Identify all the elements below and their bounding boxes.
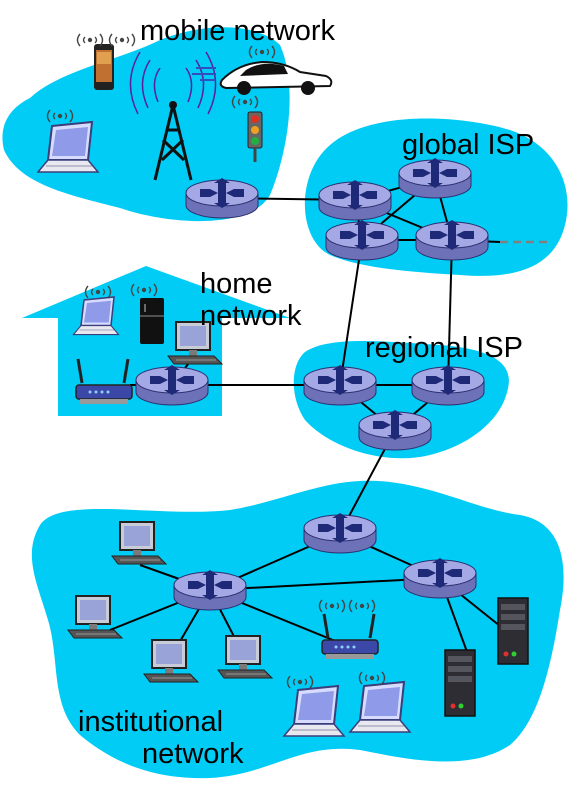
router-icon bbox=[173, 569, 247, 611]
router-icon bbox=[318, 179, 392, 221]
cell-tower-icon bbox=[129, 51, 217, 181]
regional-isp-label: regional ISP bbox=[365, 332, 523, 364]
server-icon bbox=[444, 649, 476, 717]
refrigerator-icon bbox=[130, 283, 164, 344]
router-icon bbox=[325, 219, 399, 261]
server-icon bbox=[497, 597, 529, 665]
traffic-light-icon bbox=[231, 95, 263, 162]
router-icon bbox=[398, 157, 472, 199]
router-icon bbox=[303, 512, 377, 554]
home-network-label-line2: network bbox=[200, 300, 302, 332]
router-icon bbox=[185, 177, 259, 219]
router-icon bbox=[303, 364, 377, 406]
mobile-network-label: mobile network bbox=[140, 15, 336, 47]
institutional-network-cloud bbox=[31, 480, 564, 779]
global-isp-label: global ISP bbox=[402, 129, 535, 161]
home-network-label-line1: home bbox=[200, 268, 273, 300]
car-icon bbox=[192, 45, 333, 95]
smartphone-icon bbox=[76, 33, 136, 90]
institutional-network-label-line2: network bbox=[142, 738, 244, 770]
router-icon bbox=[403, 557, 477, 599]
router-icon bbox=[415, 219, 489, 261]
router-icon bbox=[135, 364, 209, 406]
institutional-network-label-line1: institutional bbox=[78, 706, 224, 738]
router-icon bbox=[411, 364, 485, 406]
router-icon bbox=[358, 409, 432, 451]
